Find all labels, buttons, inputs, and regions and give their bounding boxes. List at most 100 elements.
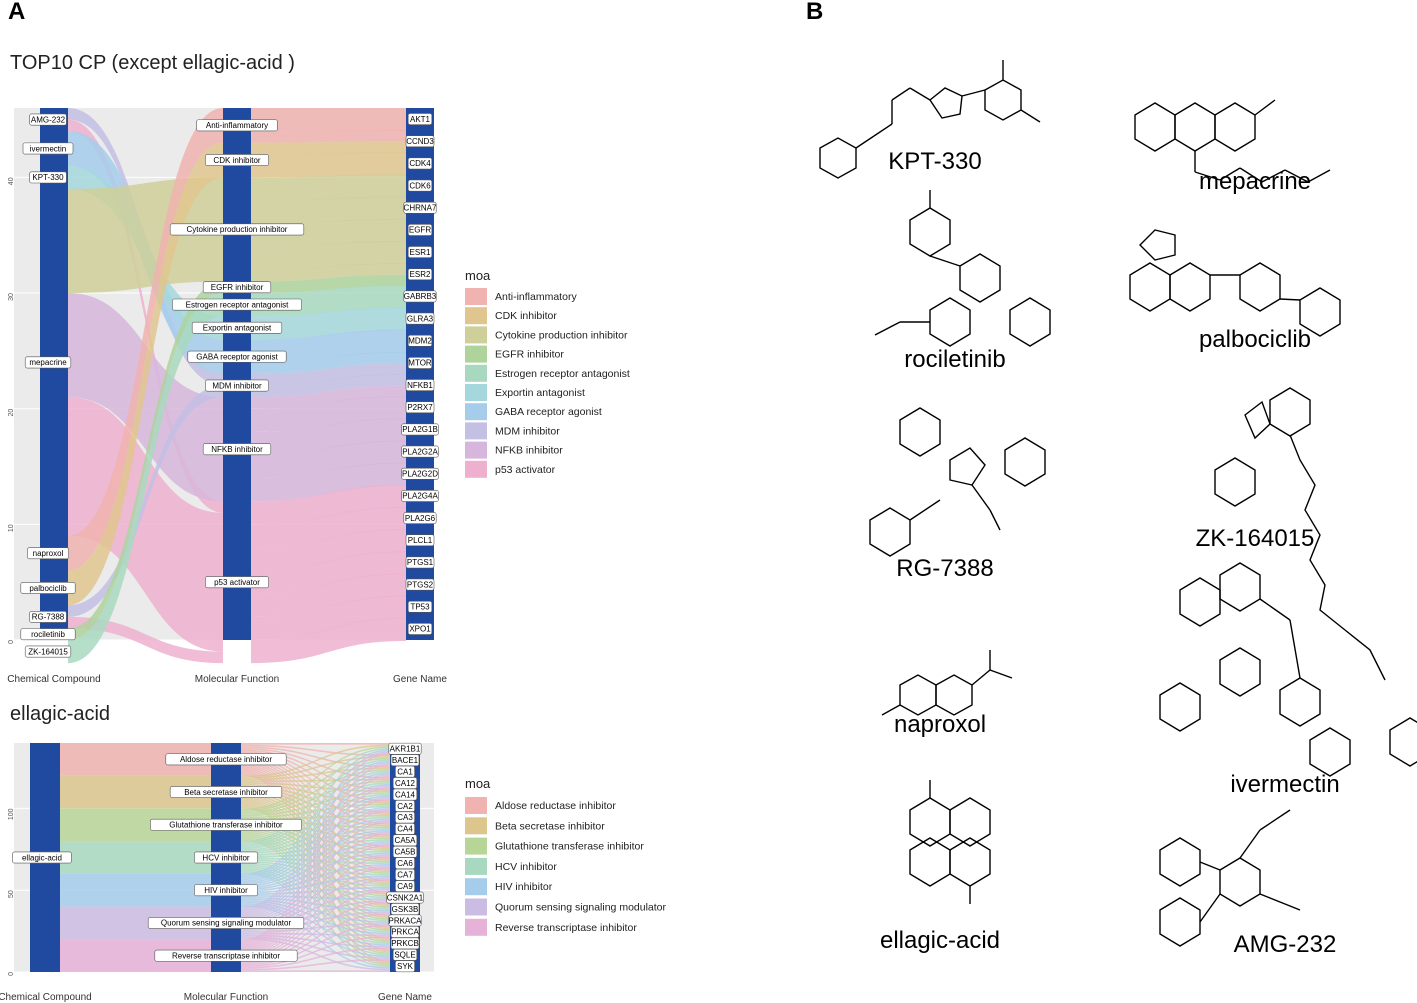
legend-label: MDM inhibitor	[495, 425, 560, 437]
molecule-name: ZK-164015	[1195, 525, 1315, 552]
flow-ribbon	[68, 293, 223, 664]
function-label: Anti-inflammatory	[206, 121, 268, 130]
function-label-box	[165, 753, 287, 766]
x-axis-label: Gene Name	[378, 992, 432, 1003]
gene-label: EGFR	[409, 226, 431, 235]
flow-ribbon	[251, 385, 406, 409]
flow-ribbon	[251, 152, 406, 178]
flow-ribbon	[68, 108, 223, 571]
legend-swatch	[465, 364, 487, 382]
legend-swatch	[465, 307, 487, 325]
gene-label: GSK3B	[392, 905, 419, 914]
flow-ribbon	[68, 616, 223, 664]
gene-label: SQLE	[394, 951, 415, 960]
flow-ribbon	[68, 397, 223, 652]
flow-ribbon	[241, 852, 390, 891]
gene-label: CA12	[395, 779, 416, 788]
flow-ribbon	[241, 743, 390, 745]
molecule-name: RG-7388	[896, 555, 994, 582]
gene-label: PLA2G1B	[402, 425, 438, 434]
x-axis-label: Chemical Compound	[7, 674, 100, 685]
gene-label: PTGS1	[407, 558, 434, 567]
gene-label: XPO1	[409, 625, 431, 634]
flow-ribbon	[241, 759, 390, 845]
flow-ribbon	[241, 752, 390, 814]
flow-ribbon	[241, 904, 390, 969]
flow-ribbon	[241, 890, 390, 961]
gene-label-box	[405, 135, 435, 148]
molecule-name: rociletinib	[904, 346, 1006, 373]
gene-label: CCND3	[406, 137, 434, 146]
flow-ribbon	[241, 875, 390, 894]
gene-label: SYK	[397, 962, 414, 971]
flow-ribbon	[68, 385, 223, 617]
flow-ribbon	[241, 816, 390, 853]
function-label: GABA receptor agonist	[196, 352, 278, 361]
flow-ribbon	[241, 757, 390, 812]
flow-ribbon	[241, 878, 390, 959]
flow-ribbon	[251, 529, 406, 571]
function-label-box	[196, 119, 278, 132]
legend-label: EGFR inhibitor	[495, 349, 564, 361]
sankey-chart-top10: 010203040AMG-232ivermectinKPT-330mepacri…	[7, 108, 630, 685]
molecule-name: palbociclib	[1198, 326, 1312, 353]
flow-ribbon	[241, 818, 390, 886]
flow-ribbon	[241, 867, 390, 958]
rg7388-structure	[869, 407, 1046, 557]
function-label-box	[187, 350, 287, 363]
flow-ribbon	[241, 757, 390, 848]
gene-label-box	[405, 312, 435, 325]
gene-label-box	[407, 623, 433, 635]
flow-ribbon	[241, 900, 390, 930]
flow-ribbon	[251, 108, 406, 132]
function-label-box	[205, 154, 269, 166]
flow-ribbon	[241, 844, 390, 955]
flow-ribbon	[241, 746, 390, 768]
compound-label-box	[29, 610, 67, 623]
legend-title: moa	[465, 268, 491, 283]
flow-ribbon	[241, 831, 390, 920]
gene-label-box	[401, 423, 439, 436]
legend-label: Quorum sensing signaling modulator	[495, 902, 667, 914]
y-tick-label: 40	[8, 177, 15, 185]
flow-ribbon	[241, 865, 390, 925]
molecule-name: KPT-330	[888, 148, 982, 175]
gene-label: AKT1	[410, 115, 431, 124]
gene-label-box	[405, 578, 435, 591]
flow-ribbon	[251, 507, 406, 548]
gene-label-box	[407, 334, 433, 347]
compound-label: ellagic-acid	[22, 853, 62, 862]
flow-ribbon	[251, 617, 406, 664]
legend-label: GABA receptor agonist	[495, 406, 602, 418]
compound-label: mepacrine	[29, 358, 67, 367]
flow-ribbon	[60, 906, 211, 940]
flow-ribbon	[251, 351, 406, 374]
x-axis-label: Gene Name	[393, 674, 447, 685]
function-label: Quorum sensing signaling modulator	[161, 919, 292, 928]
function-label: Aldose reductase inhibitor	[180, 755, 272, 764]
flow-ribbon	[241, 958, 390, 971]
flow-ribbon	[60, 743, 211, 776]
flow-ribbon	[60, 808, 211, 842]
gene-label: PLA2G4A	[402, 492, 438, 501]
flow-ribbon	[241, 782, 390, 848]
x-axis-label: Chemical Compound	[0, 992, 92, 1003]
gene-label-box	[403, 201, 437, 214]
flow-ribbon	[241, 936, 390, 959]
flow-ribbon	[241, 821, 390, 840]
gene-label: CA9	[397, 882, 413, 891]
legend-label: Aldose reductase inhibitor	[495, 800, 616, 812]
function-label-box	[194, 851, 258, 864]
compound-label: rociletinib	[31, 630, 65, 639]
gene-label: CA2	[397, 802, 413, 811]
legend-title: moa	[465, 776, 491, 791]
function-label-box	[154, 949, 298, 962]
flow-ribbon	[241, 829, 390, 887]
flow-ribbon	[241, 762, 390, 883]
legend-swatch	[465, 918, 487, 936]
palbociclib-structure	[1129, 229, 1341, 337]
flow-ribbon	[241, 937, 390, 971]
molecule-name: naproxol	[893, 711, 987, 738]
gene-label: CDK4	[409, 159, 431, 168]
gene-label-box	[401, 467, 439, 480]
